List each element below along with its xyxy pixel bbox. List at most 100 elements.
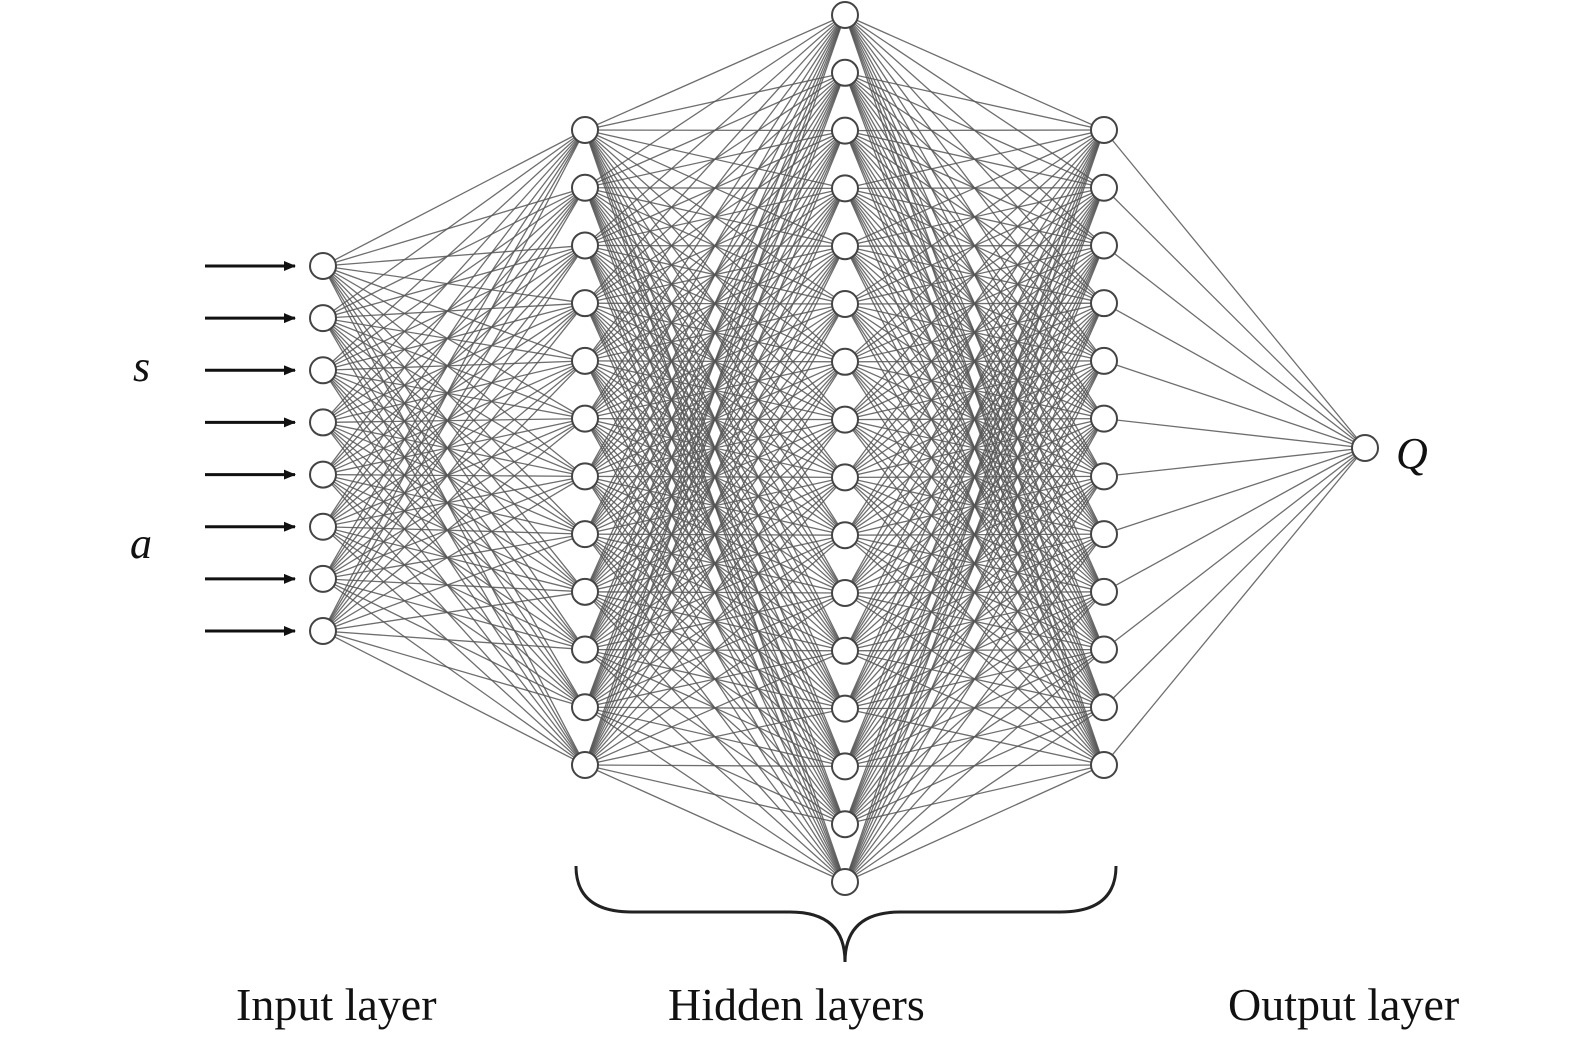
connection-edge-l0-n5-to-n0 [322, 129, 586, 528]
hidden-node-layer3-4 [1090, 289, 1118, 318]
hidden-node-layer1-1 [571, 116, 599, 144]
hidden-node-layer2-16 [831, 868, 859, 896]
connection-edge-l0-n5-to-n6 [322, 475, 586, 528]
hidden-node-layer3-9 [1090, 577, 1118, 606]
connection-edge-l1-n11-to-n1 [584, 72, 846, 766]
connection-edge-l0-n2-to-n7 [322, 369, 586, 535]
connection-edge-l3-n8-to-n0 [1103, 447, 1366, 593]
connection-edge-l1-n11-to-n0 [584, 14, 846, 766]
hidden-node-layer1-10 [571, 635, 599, 664]
connection-edge-l0-n6-to-n10 [322, 578, 586, 708]
hidden-node-layer3-3 [1090, 231, 1118, 260]
hidden-node-layer1-2 [571, 173, 599, 202]
connection-edge-l0-n3-to-n6 [322, 421, 586, 478]
connection-edge-l3-n3-to-n0 [1103, 302, 1366, 449]
connection-edge-l0-n2-to-n1 [322, 187, 586, 371]
connection-edge-l2-n15-to-n9 [844, 649, 1105, 883]
hidden-node-layer2-12 [831, 636, 859, 665]
input-node-layer0-3 [309, 356, 337, 385]
input-layer-label: Input layer [236, 979, 437, 1030]
hidden-node-layer1-7 [571, 462, 599, 491]
connection-edge-l0-n0-to-n5 [322, 265, 586, 420]
connection-edge-l0-n7-to-n4 [322, 360, 586, 632]
input-node-layer0-1 [309, 252, 337, 280]
connection-edge-l1-n2-to-n0 [584, 14, 846, 246]
connection-edge-l1-n11-to-n2 [584, 130, 846, 766]
connection-edge-l0-n2-to-n5 [322, 369, 586, 420]
connection-edge-l0-n7-to-n11 [322, 630, 586, 766]
connection-edge-l1-n11-to-n5 [584, 303, 846, 766]
connection-edge-l0-n0-to-n11 [322, 265, 586, 766]
connection-edge-l0-n5-to-n2 [322, 245, 586, 528]
connection-edge-l0-n2-to-n4 [322, 360, 586, 371]
connection-edge-l0-n6-to-n1 [322, 187, 586, 580]
connection-edge-l0-n2-to-n8 [322, 369, 586, 593]
connection-edge-l0-n7-to-n1 [322, 187, 586, 632]
connection-edge-l0-n7-to-n2 [322, 245, 586, 632]
connection-edge-l2-n14-to-n0 [844, 129, 1105, 825]
connection-edge-l0-n4-to-n7 [322, 473, 586, 535]
hidden-node-layer2-1 [831, 1, 859, 29]
connection-edge-l3-n0-to-n0 [1103, 129, 1366, 449]
connection-edge-l2-n15-to-n3 [844, 302, 1105, 883]
connection-edge-l0-n6-to-n11 [322, 578, 586, 766]
connection-edge-l2-n15-to-n6 [844, 476, 1105, 883]
connection-edge-l0-n7-to-n6 [322, 475, 586, 632]
hidden-node-layer2-3 [831, 116, 859, 145]
output-layer-label: Output layer [1228, 979, 1460, 1030]
connection-edge-l0-n2-to-n0 [322, 129, 586, 371]
connection-edge-l1-n6-to-n0 [584, 14, 846, 477]
connection-edge-l2-n15-to-n11 [844, 764, 1105, 883]
input-arrows [205, 261, 296, 636]
connection-edge-l0-n4-to-n5 [322, 418, 586, 476]
hidden-node-layer2-13 [831, 694, 859, 723]
connection-edge-l0-n2-to-n2 [322, 244, 586, 371]
connection-edge-l2-n9-to-n0 [844, 129, 1105, 536]
connection-edge-l2-n1-to-n0 [844, 72, 1105, 131]
hidden-node-layer1-9 [571, 577, 599, 606]
connection-edge-l0-n0-to-n3 [322, 265, 586, 304]
hidden-node-layer3-2 [1090, 173, 1118, 202]
connection-edge-l1-n3-to-n0 [584, 14, 846, 304]
connection-edge-l0-n6-to-n6 [322, 475, 586, 580]
connection-edge-l0-n6-to-n4 [322, 360, 586, 580]
connection-edge-l1-n9-to-n0 [584, 14, 846, 650]
input-node-layer0-8 [309, 617, 337, 645]
connection-edge-l1-n11-to-n3 [584, 188, 846, 766]
connection-edge-l0-n3-to-n8 [322, 421, 586, 593]
hidden-node-layer1-3 [571, 231, 599, 260]
hidden-layers-label: Hidden layers [668, 979, 925, 1030]
connection-edge-l0-n0-to-n7 [322, 265, 586, 535]
input-node-layer0-4 [309, 408, 337, 437]
hidden-node-layer2-4 [831, 174, 859, 203]
connection-edge-l3-n4-to-n0 [1103, 360, 1366, 449]
connection-edge-l0-n1-to-n4 [322, 317, 586, 362]
connection-edge-l2-n15-to-n8 [844, 591, 1105, 883]
input-node-layer0-2 [309, 304, 337, 333]
connection-edge-l0-n4-to-n8 [322, 473, 586, 593]
connection-edge-l1-n11-to-n6 [584, 361, 846, 766]
hidden-node-layer3-5 [1090, 346, 1118, 375]
connection-edge-l0-n6-to-n8 [322, 578, 586, 593]
hidden-node-layer1-8 [571, 520, 599, 549]
connection-edge-l2-n15-to-n5 [844, 418, 1105, 883]
connection-edge-l2-n0-to-n0 [844, 14, 1105, 131]
connection-edge-l0-n2-to-n3 [322, 302, 586, 371]
connection-edge-l0-n3-to-n3 [322, 302, 586, 424]
connection-edge-l0-n0-to-n6 [322, 265, 586, 477]
connection-edge-l2-n5-to-n0 [844, 129, 1105, 305]
connection-edge-l0-n1-to-n6 [322, 317, 586, 477]
connection-edge-l0-n1-to-n7 [322, 317, 586, 535]
connection-edge-l1-n11-to-n14 [584, 764, 846, 825]
connection-edge-l2-n15-to-n10 [844, 706, 1105, 883]
connection-edge-l0-n4-to-n4 [322, 360, 586, 476]
hidden-node-layer1-12 [571, 751, 599, 779]
hidden-node-layer2-6 [831, 290, 859, 318]
connection-edge-l2-n13-to-n0 [844, 129, 1105, 767]
connection-edge-l0-n1-to-n0 [322, 129, 586, 319]
connection-edge-l3-n1-to-n0 [1103, 187, 1366, 449]
connection-edge-l2-n8-to-n0 [844, 129, 1105, 478]
connection-edge-l0-n5-to-n7 [322, 526, 586, 535]
connection-edge-l3-n2-to-n0 [1103, 244, 1366, 449]
